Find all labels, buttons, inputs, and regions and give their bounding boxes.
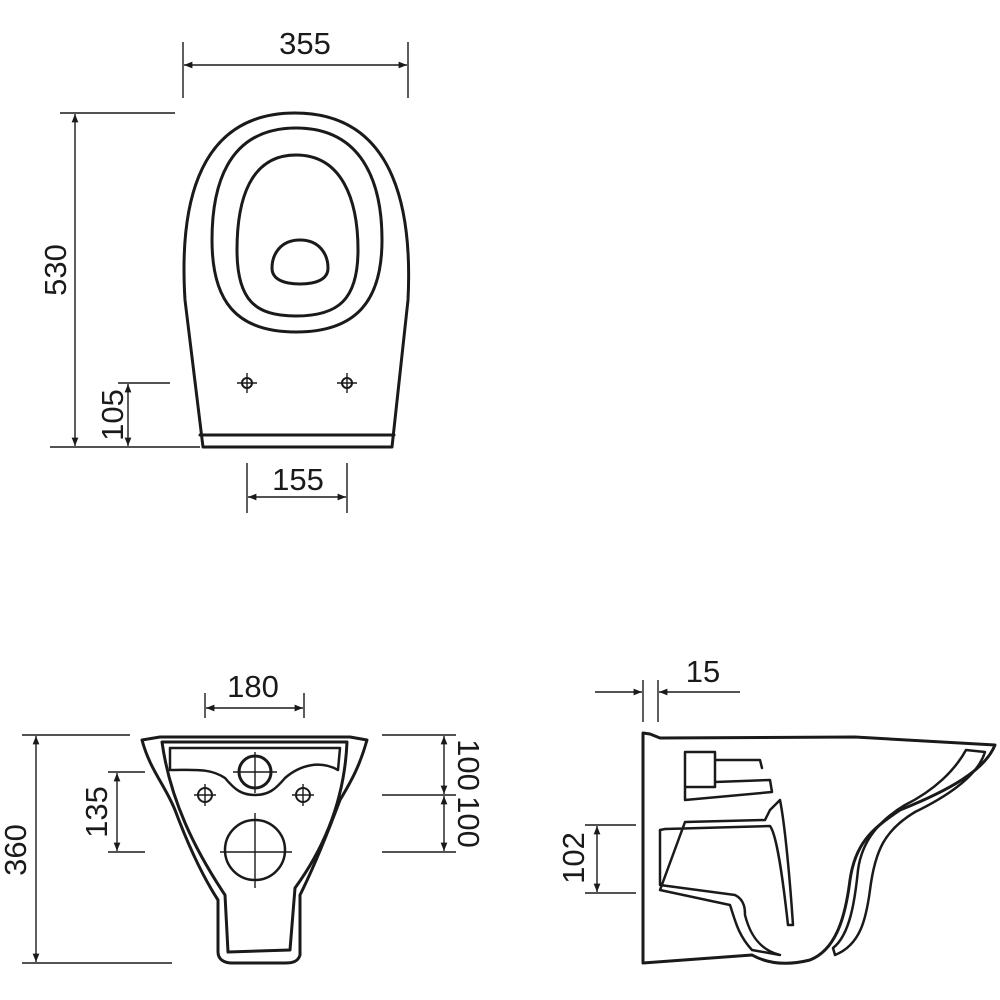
dim-hole-height: 105: [95, 389, 130, 441]
side-view: 15 102: [556, 654, 997, 965]
rear-inner-outline: [160, 740, 349, 954]
dim-lower-offset: 100: [451, 796, 486, 848]
seat-ring-inner: [235, 153, 360, 318]
fixing-hole-left-icon: [237, 373, 257, 393]
side-rim: [831, 748, 987, 957]
dim-fixing-spacing: 180: [227, 669, 279, 704]
rear-fixing-right-icon: [292, 784, 314, 806]
top-view: 355 530 105 155: [38, 26, 411, 513]
dim-outlet-height: 102: [556, 832, 591, 884]
dim-wall-gap: 15: [686, 654, 720, 689]
fixing-hole-right-icon: [337, 373, 357, 393]
outlet-shape: [270, 238, 330, 286]
dim-upper-offset: 100: [451, 739, 486, 791]
bowl-outline: [182, 111, 411, 449]
dim-hole-spacing: 155: [272, 462, 324, 497]
side-outline: [641, 731, 997, 965]
rear-mount-plate: [168, 746, 342, 797]
rear-view: 180 360 135 100 100: [0, 669, 486, 965]
dim-width: 355: [279, 26, 331, 61]
rear-fixing-left-icon: [194, 784, 216, 806]
side-inlet: [683, 750, 774, 802]
dim-length: 530: [38, 244, 73, 296]
rear-outline: [140, 735, 369, 965]
seat-ring-outer: [210, 126, 384, 334]
dim-height: 360: [0, 824, 33, 876]
dim-fixing-height: 135: [79, 786, 114, 838]
side-trap: [658, 798, 795, 957]
